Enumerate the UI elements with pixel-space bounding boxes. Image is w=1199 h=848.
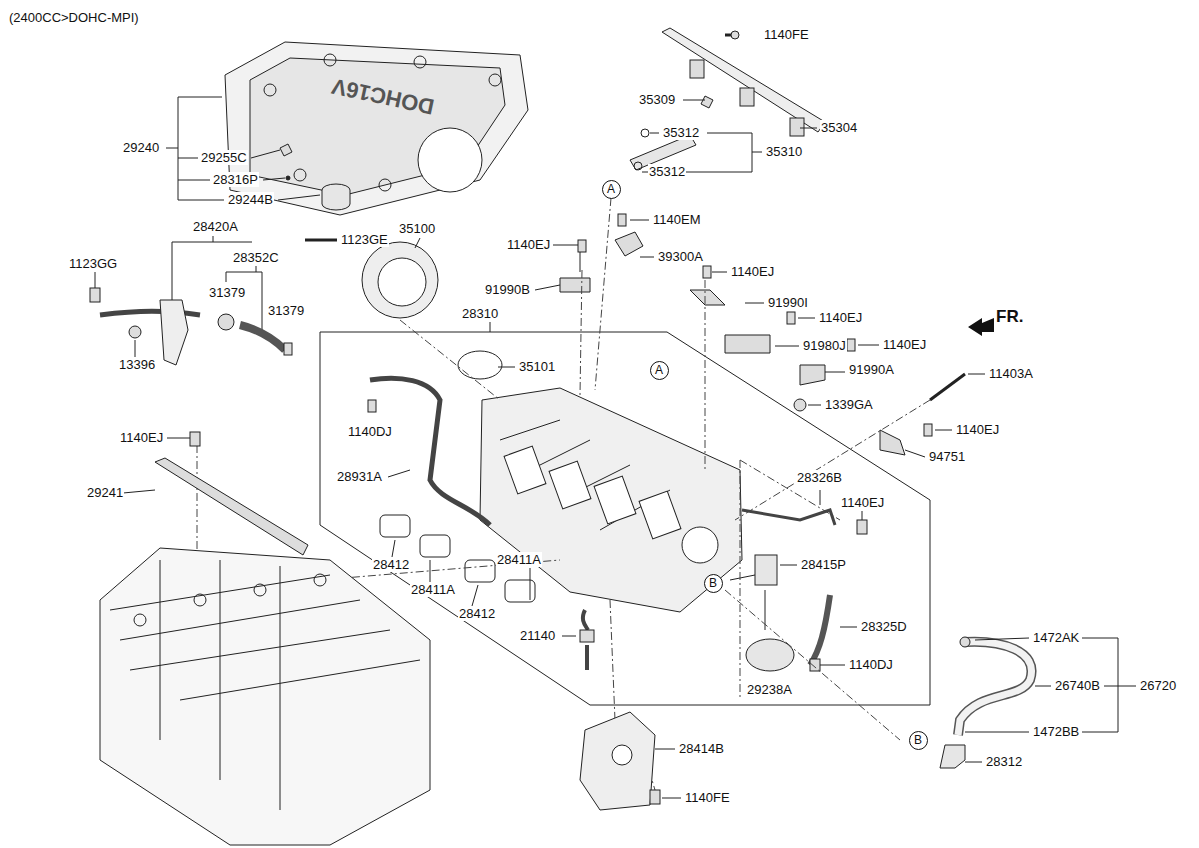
callout-number: 35100	[398, 221, 436, 236]
callout-number: 35304	[820, 120, 858, 135]
callout-number: 35312	[662, 125, 700, 140]
callout-number: 29255C	[200, 150, 248, 165]
callout-number: 94751	[928, 449, 966, 464]
callout-number: 28414B	[678, 741, 725, 756]
callout-number: 26740B	[1054, 678, 1101, 693]
callout-number: 1472BB	[1032, 724, 1080, 739]
callout-number: 28412	[372, 557, 410, 572]
callout-number: 11403A	[988, 366, 1034, 381]
reference-circle: A	[602, 180, 621, 199]
reference-circle: A	[650, 361, 669, 380]
callout-number: 1140FE	[763, 27, 810, 42]
callout-number: 28352C	[232, 250, 280, 265]
callout-number: 28310	[461, 306, 499, 321]
callout-number: 29244B	[227, 192, 274, 207]
callout-number: 1140EJ	[730, 264, 775, 279]
callout-number: 91990B	[484, 282, 531, 297]
callout-number: 28312	[985, 754, 1023, 769]
callout-number: 1140EJ	[818, 310, 863, 325]
callout-number: 1123GG	[68, 256, 118, 271]
callout-number: 1140EM	[652, 212, 701, 227]
callout-number: 91990A	[848, 362, 895, 377]
callout-number: 1140EJ	[840, 495, 885, 510]
callout-number: 28420A	[192, 219, 239, 234]
callout-number: 1140EJ	[506, 237, 551, 252]
callout-number: 26720	[1139, 678, 1177, 693]
callout-number: 39300A	[657, 249, 704, 264]
callout-number: 35310	[765, 144, 803, 159]
callout-number: 1140EJ	[882, 337, 927, 352]
callout-number: 1472AK	[1032, 630, 1080, 645]
callout-number: 1339GA	[824, 397, 874, 412]
callout-number: 28415P	[800, 557, 847, 572]
callout-number: 1140DJ	[848, 657, 894, 672]
callout-number: 91990I	[767, 295, 809, 310]
callout-number: 28412	[458, 606, 496, 621]
callout-number: 28931A	[336, 469, 383, 484]
callout-number: 28326B	[796, 470, 843, 485]
callout-number: 35312	[648, 164, 686, 179]
callout-number: 28316P	[212, 172, 259, 187]
callout-number: 35101	[518, 359, 556, 374]
callout-number: 31379	[208, 285, 246, 300]
callout-number: 1140FE	[684, 790, 731, 805]
callout-number: 28325D	[860, 619, 908, 634]
callout-number: 29238A	[746, 682, 793, 697]
callout-number: 1140EJ	[955, 422, 1000, 437]
callout-number: 1123GE	[340, 232, 389, 247]
reference-letter: B	[709, 577, 717, 589]
callout-number: 29240	[122, 140, 160, 155]
callout-number: 1140DJ	[347, 424, 393, 439]
direction-label: FR.	[995, 307, 1024, 326]
callout-number: 31379	[267, 303, 305, 318]
callout-number: 91980J	[802, 338, 847, 353]
callout-number: 29241	[86, 485, 124, 500]
reference-letter: A	[655, 364, 663, 376]
reference-letter: B	[914, 734, 922, 746]
callout-number: 13396	[118, 357, 156, 372]
callout-number: (2400CC>DOHC-MPI)	[8, 10, 140, 25]
callout-number: 28411A	[496, 552, 542, 567]
callout-number: 1140EJ	[119, 430, 164, 445]
reference-letter: A	[607, 183, 615, 195]
callout-number: 28411A	[410, 582, 456, 597]
callout-number: 35309	[638, 92, 676, 107]
reference-circle: B	[909, 731, 928, 750]
reference-circle: B	[704, 574, 723, 593]
callout-number: 21140	[519, 628, 556, 643]
